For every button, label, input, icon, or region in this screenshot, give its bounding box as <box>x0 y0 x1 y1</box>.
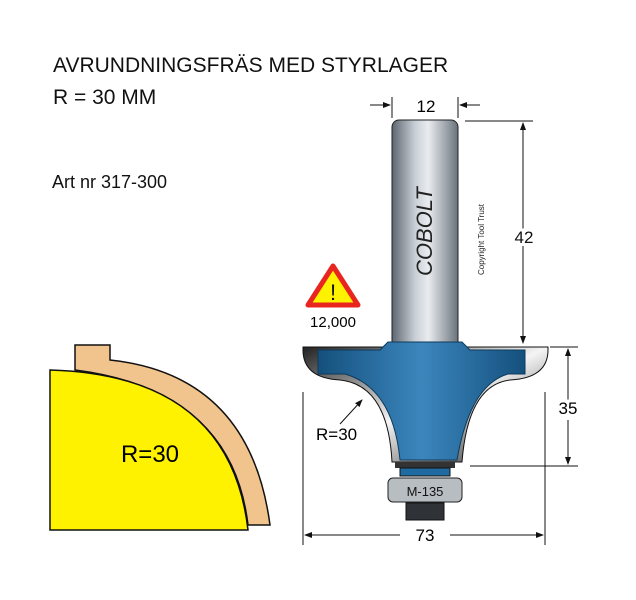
cutter-body <box>317 341 526 461</box>
dim-shank-length: 42 <box>515 228 534 247</box>
dim-cutting-height: 35 <box>559 399 578 418</box>
copyright-text: Copyright Tool Trust <box>477 203 486 275</box>
bearing <box>387 477 463 503</box>
dimensions <box>302 97 578 545</box>
product-title: AVRUNDNINGSFRÄS MED STYRLAGER <box>53 54 449 77</box>
warning-icon: ! <box>305 263 361 308</box>
bearing-label: M-135 <box>407 484 444 499</box>
profile-radius-label: R=30 <box>121 441 179 468</box>
workpiece <box>49 369 249 531</box>
dim-shank-diameter: 12 <box>417 97 436 116</box>
product-radius: R = 30 MM <box>53 86 157 109</box>
brand-text: COBOLT <box>412 186 437 276</box>
article-number: Art nr 317-300 <box>52 172 168 192</box>
warning-symbol: ! <box>330 280 336 305</box>
radius-label: R=30 <box>316 425 357 444</box>
dim-cutting-diameter: 73 <box>416 526 435 545</box>
router-bit: COBOLT Copyright Tool Trust M-135 <box>302 119 549 521</box>
workpiece-profile: R=30 <box>49 344 271 531</box>
max-rpm: 12,000 <box>310 314 356 331</box>
